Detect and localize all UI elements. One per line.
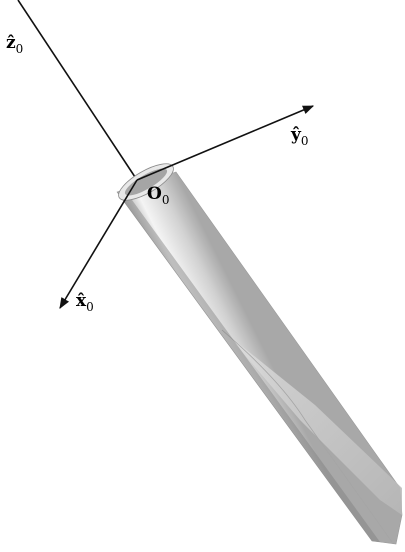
- y-axis-arrow: [136, 105, 315, 181]
- rod-body: [116, 171, 403, 545]
- rod-top-cap-inner: [124, 168, 168, 196]
- cylindrical-rod: [116, 163, 403, 545]
- x-axis-arrow: [59, 179, 138, 309]
- x-axis-label: x̂0: [76, 291, 94, 314]
- z-axis-label: ẑ0: [6, 33, 23, 56]
- z-axis-line: [17, 0, 138, 181]
- origin-label: O0: [147, 184, 169, 207]
- rod-facet-edge: [221, 329, 393, 543]
- rod-shadow-side: [117, 192, 380, 542]
- rod-flat-facet: [228, 335, 402, 515]
- y-axis-label: ŷ0: [290, 125, 309, 148]
